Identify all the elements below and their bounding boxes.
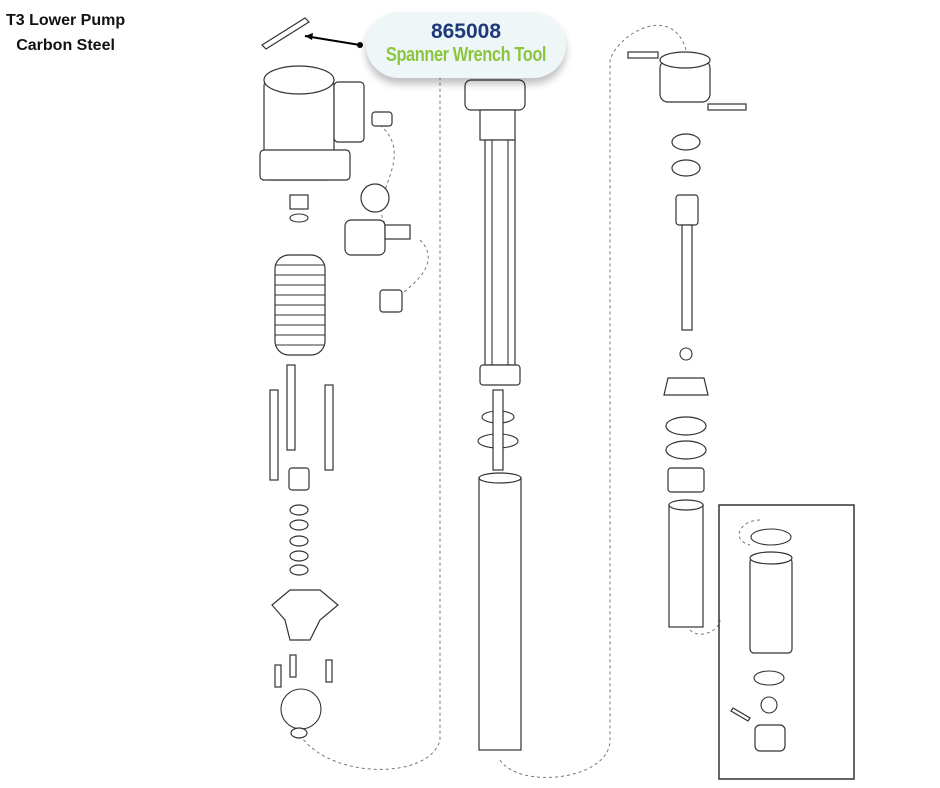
throat-and-rod-assembly bbox=[627, 51, 747, 628]
motor-assembly bbox=[259, 65, 393, 223]
title-line-1: T3 Lower Pump bbox=[6, 12, 126, 29]
seal-stack bbox=[288, 467, 310, 576]
spring bbox=[274, 254, 326, 356]
pump-tube-assembly bbox=[464, 79, 526, 751]
title-line-2: Carbon Steel bbox=[16, 37, 115, 54]
diagram-title: T3 Lower Pump Carbon Steel bbox=[6, 8, 125, 58]
assembly-path bbox=[299, 25, 761, 778]
part-description: Spanner Wrench Tool bbox=[385, 44, 547, 66]
foot-valve-assembly bbox=[730, 528, 793, 752]
outlet-manifold bbox=[271, 589, 339, 739]
spanner-pin bbox=[261, 17, 310, 50]
pressure-gauge bbox=[344, 183, 411, 313]
inset-box bbox=[718, 504, 855, 780]
part-callout: 865008 Spanner Wrench Tool bbox=[366, 12, 566, 78]
part-number: 865008 bbox=[430, 20, 502, 43]
callout-arrow bbox=[304, 35, 361, 46]
tie-rods bbox=[269, 364, 334, 481]
